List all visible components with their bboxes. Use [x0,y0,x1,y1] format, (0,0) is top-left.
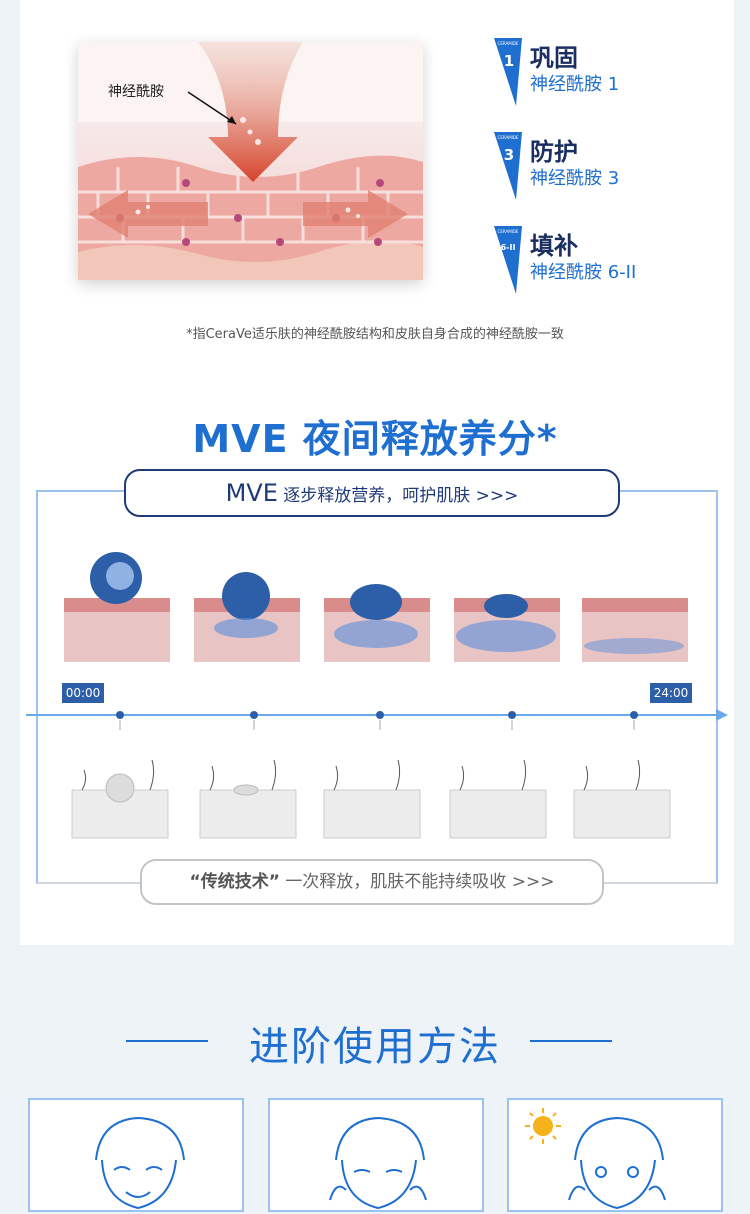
traditional-text: 一次释放，肌肤不能持续吸收 >>> [285,872,555,892]
mve-stage-5 [582,598,688,662]
time-start-label: 00:00 [62,683,104,703]
step-card-3 [507,1098,723,1212]
traditional-pill: “传统技术” 一次释放，肌肤不能持续吸收 >>> [140,859,604,905]
traditional-stage-1 [71,760,169,839]
sun-icon [525,1108,561,1144]
step-card-2 [268,1098,484,1212]
mve-stage-3 [324,584,430,662]
skin-diagram-card: 神经酰胺 [78,42,423,280]
mve-stage-2 [194,572,300,662]
mve-pill: MVE 逐步释放营养，呵护肌肤 >>> [124,469,620,517]
svg-text:6-II: 6-II [501,243,516,252]
ceramide-title: 巩固 [530,44,578,72]
title-divider-right [530,1040,612,1042]
step-card-1 [28,1098,244,1212]
svg-text:3: 3 [504,146,514,164]
svg-text:CERAMIDE: CERAMIDE [498,135,519,140]
title-divider-left [126,1040,208,1042]
timeline [26,709,728,730]
traditional-label: “传统技术” [189,872,280,892]
mve-stage-4 [454,594,560,662]
svg-text:CERAMIDE: CERAMIDE [498,41,519,46]
ceramide-subtitle: 神经酰胺 1 [530,74,620,95]
mve-title: MVE 夜间释放养分* [192,417,558,461]
ceramide-label: 神经酰胺 [108,84,164,100]
ceramide-title: 填补 [530,232,578,260]
ceramide-title: 防护 [530,138,578,166]
ceramide-badge-icon: CERAMIDE 1 [494,38,522,106]
time-end-label: 24:00 [650,683,692,703]
traditional-stage-5 [573,760,671,839]
advanced-title: 进阶使用方法 [249,1024,501,1070]
skin-layer-illustration: 神经酰胺 [78,42,423,280]
svg-text:CERAMIDE: CERAMIDE [498,229,519,234]
arrow-down-icon [198,42,303,182]
traditional-stage-3 [323,760,421,839]
ceramide-subtitle: 神经酰胺 3 [530,168,620,189]
face-icon [95,1116,185,1210]
svg-text:1: 1 [504,52,514,70]
footnote: *指CeraVe适乐肤的神经酰胺结构和皮肤自身合成的神经酰胺一致 [186,327,564,342]
traditional-stage-2 [199,760,297,839]
face-icon [329,1116,427,1210]
arrow-left-icon [88,190,208,238]
mve-stage-1 [64,552,170,662]
mve-pill-brand: MVE [225,479,278,507]
mve-pill-text: 逐步释放营养，呵护肌肤 >>> [283,486,519,506]
ceramide-badge-icon: CERAMIDE 6-II [494,226,522,294]
pointer-line [187,91,237,125]
ceramide-badge-icon: CERAMIDE 3 [494,132,522,200]
traditional-stage-4 [449,760,547,839]
arrow-right-icon [303,190,408,238]
ceramide-subtitle: 神经酰胺 6-II [530,262,637,283]
